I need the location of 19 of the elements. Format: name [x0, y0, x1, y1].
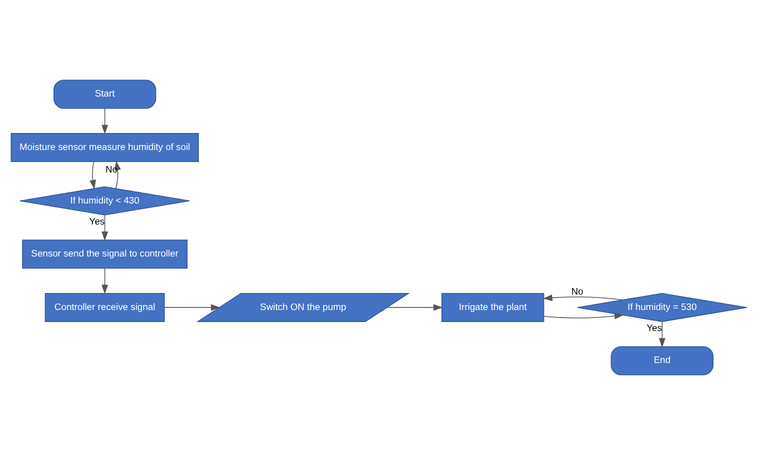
- edge-label: Yes: [646, 322, 662, 333]
- arrow: [164, 304, 220, 310]
- arrow: [386, 304, 443, 310]
- arrow: [89, 161, 96, 189]
- node-box: Controller receive signal: [44, 292, 165, 322]
- arrow: [102, 268, 108, 294]
- edge-label: Yes: [89, 215, 105, 226]
- arrow: [102, 108, 108, 134]
- node-diamond: If humidity < 430: [20, 186, 190, 215]
- node-box: Irrigate the plant: [441, 292, 544, 322]
- node-box: Moisture sensor measure humidity of soil: [10, 132, 199, 162]
- arrow: [658, 320, 666, 347]
- arrow: [102, 214, 108, 240]
- arrow: [544, 312, 624, 319]
- node-box: End: [610, 346, 714, 375]
- arrow: [542, 294, 624, 301]
- edge-label: No: [105, 163, 118, 174]
- node-box: Start: [53, 79, 156, 108]
- node-box: Sensor send the signal to controller: [22, 239, 188, 268]
